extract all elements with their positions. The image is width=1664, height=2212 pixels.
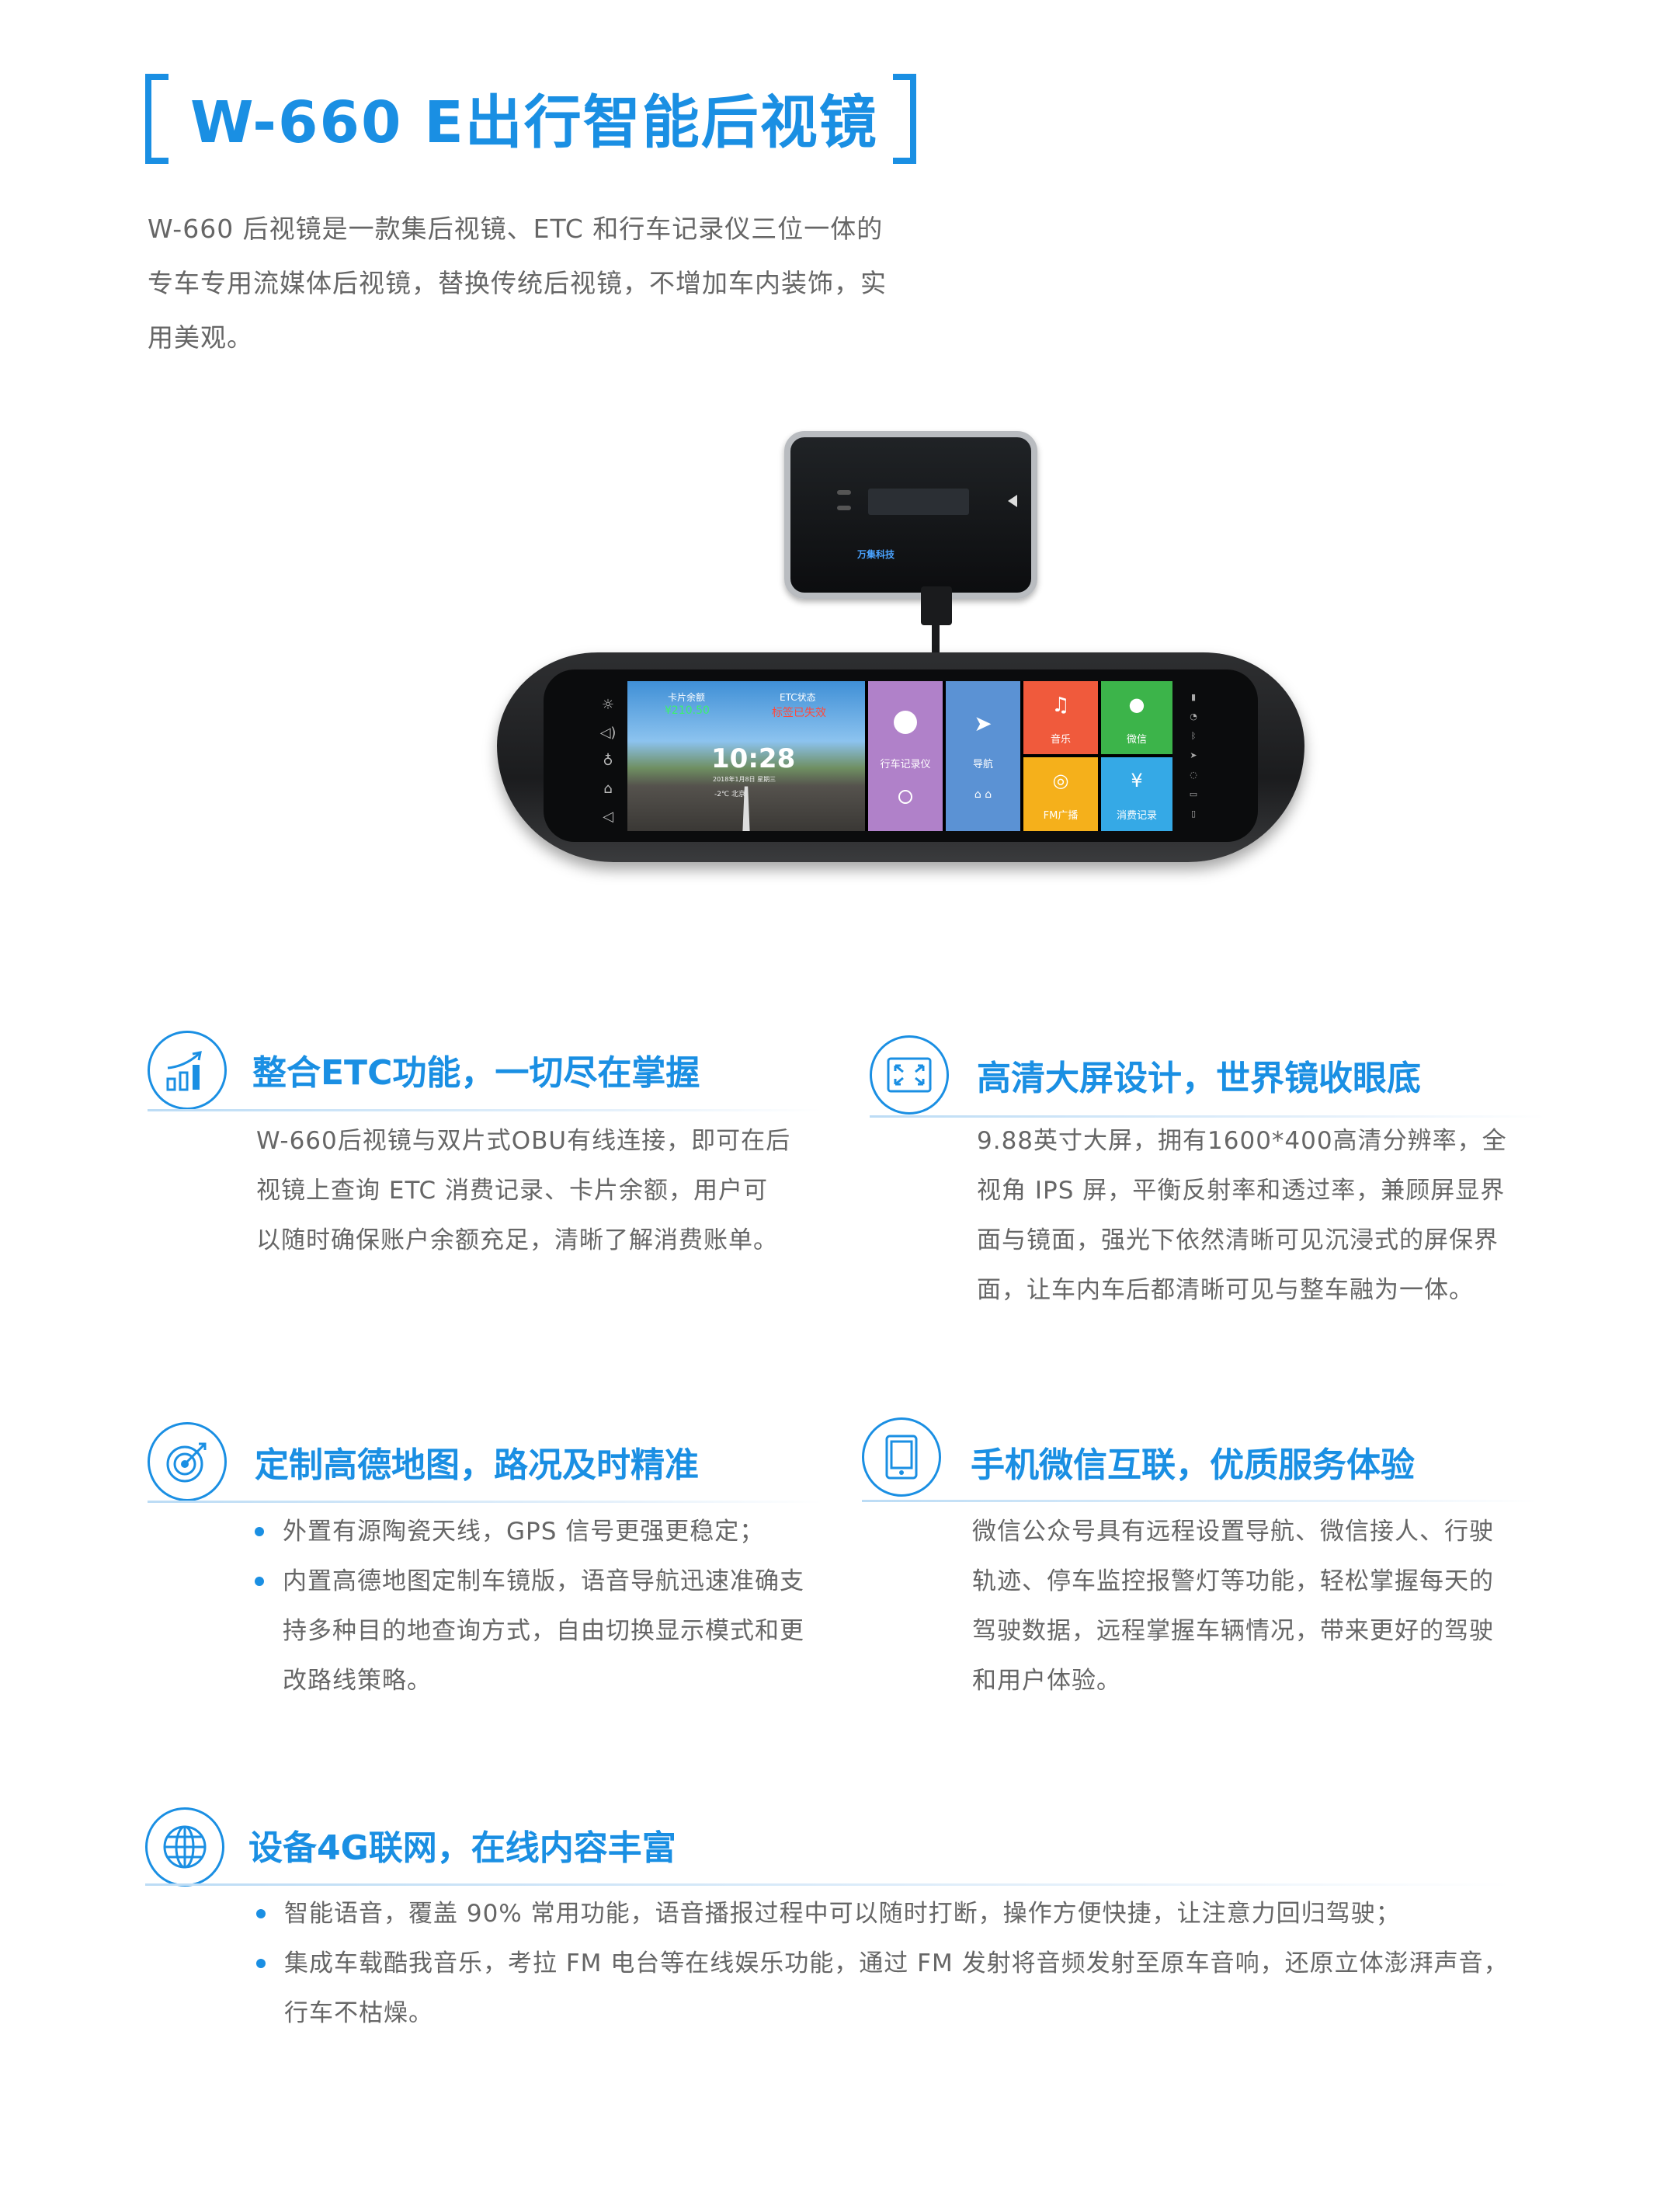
globe-icon — [145, 1807, 224, 1887]
headphones-icon: ♫ — [1051, 694, 1070, 717]
tile-recorder-label: 行车记录仪 — [880, 759, 931, 770]
fm-icon: ▭ — [1189, 789, 1198, 799]
section-wechat-body: 微信公众号具有远程设置导航、微信接人、行驶轨迹、停车监控报警灯等功能，轻松掌握每… — [972, 1518, 1494, 1695]
obu-led — [837, 490, 851, 495]
tile-fm[interactable]: ◎ FM广播 — [1023, 757, 1098, 831]
tile-navigation[interactable]: ➤ 导航 ⌂ ⌂ — [946, 681, 1020, 831]
cable-plug — [921, 586, 952, 625]
volume-icon: ◁) — [599, 725, 617, 741]
mirror-side-buttons: ☼ ◁) ♁ ⌂ ◁ — [598, 691, 618, 831]
section-map-title: 定制高德地图，路况及时精准 — [255, 1445, 699, 1485]
tablet-icon — [862, 1417, 941, 1497]
tile-wechat-label: 微信 — [1126, 734, 1147, 746]
tile-records-label: 消费记录 — [1116, 810, 1157, 822]
section-screen-body: 9.88英寸大屏，拥有1600*400高清分辨率，全视角 IPS 屏，平衡反射率… — [977, 1127, 1507, 1304]
card-balance-value: ¥210.50 — [665, 704, 710, 717]
title-bracket-left — [145, 74, 168, 164]
tile-fm-label: FM广播 — [1043, 810, 1079, 822]
section-map-divider — [148, 1501, 823, 1503]
tile-music[interactable]: ♫ 音乐 — [1023, 681, 1098, 754]
signal-icon: ▮ — [1190, 692, 1197, 702]
chart-growth-icon — [148, 1031, 227, 1110]
list-item: 集成车载酷我音乐，考拉 FM 电台等在线娱乐功能，通过 FM 发射将音频发射至原… — [255, 1939, 1520, 2038]
tile-navigation-label: 导航 — [972, 759, 993, 770]
wechat-icon: ● — [1128, 694, 1145, 715]
obu-display — [868, 489, 969, 515]
settings-icon — [898, 790, 912, 804]
wifi-icon: ◔ — [1190, 711, 1197, 722]
cable — [932, 621, 940, 659]
section-etc-title: 整合ETC功能，一切尽在掌握 — [252, 1053, 700, 1093]
section-etc-divider — [148, 1109, 823, 1111]
list-item: 外置有源陶瓷天线，GPS 信号更强更稳定； — [253, 1507, 828, 1556]
section-map-bullets: 外置有源陶瓷天线，GPS 信号更强更稳定； 内置高德地图定制车镜版，语音导航迅速… — [253, 1507, 828, 1706]
gps-icon: ◌ — [1190, 770, 1197, 780]
navigation-icon: ➤ — [974, 711, 992, 736]
obu-unit: 万集科技 — [784, 431, 1037, 599]
obu-arrow-icon — [1008, 495, 1017, 507]
clock: 10:28 — [711, 743, 796, 774]
tile-recorder[interactable]: 行车记录仪 — [868, 681, 943, 831]
status-icons: ▮ ◔ ᛒ ➤ ◌ ▭ ▯ — [1184, 687, 1203, 823]
home-work-icons: ⌂ ⌂ — [974, 788, 992, 801]
etc-status-label: ETC状态 — [780, 692, 816, 703]
road-wallpaper: 卡片余额 ¥210.50 ETC状态 标签已失效 10:28 2018年1月8日… — [627, 681, 865, 831]
section-network-title: 设备4G联网，在线内容丰富 — [248, 1828, 676, 1868]
radio-icon: ◎ — [1052, 770, 1069, 791]
obu-led — [837, 506, 851, 510]
title-bracket-right — [893, 74, 916, 164]
tile-wechat[interactable]: ● 微信 — [1101, 681, 1172, 754]
yen-icon: ¥ — [1131, 770, 1143, 791]
section-screen-divider — [870, 1115, 1545, 1118]
target-icon — [148, 1422, 227, 1501]
brightness-icon: ☼ — [601, 697, 615, 713]
list-item: 内置高德地图定制车镜版，语音导航迅速准确支持多种目的地查询方式，自由切换显示模式… — [253, 1556, 828, 1706]
card-balance-label: 卡片余额 — [668, 692, 706, 703]
section-network-divider — [145, 1883, 1512, 1886]
section-etc-body: W-660后视镜与双片式OBU有线连接，即可在后视镜上查询 ETC 消费记录、卡… — [256, 1127, 791, 1254]
page-title: W-660 E出行智能后视镜 — [190, 89, 878, 156]
tile-music-label: 音乐 — [1050, 734, 1071, 746]
section-wechat-title: 手机微信互联，优质服务体验 — [971, 1445, 1415, 1485]
back-icon: ◁ — [603, 809, 613, 825]
date: 2018年1月8日 星期三 — [713, 776, 776, 783]
section-network-bullets: 智能语音，覆盖 90% 常用功能，语音播报过程中可以随时打断，操作方便快捷，让注… — [255, 1889, 1520, 2038]
obu-brand: 万集科技 — [857, 549, 895, 560]
battery-icon: ▯ — [1190, 809, 1197, 819]
section-wechat-divider — [862, 1500, 1537, 1502]
tile-records[interactable]: ¥ 消费记录 — [1101, 757, 1172, 831]
fullscreen-icon — [870, 1035, 949, 1115]
home-icon: ⌂ — [603, 781, 613, 797]
list-item: 智能语音，覆盖 90% 常用功能，语音播报过程中可以随时打断，操作方便快捷，让注… — [255, 1889, 1520, 1939]
etc-status-value: 标签已失效 — [772, 707, 826, 719]
bluetooth-icon: ᛒ — [1190, 731, 1197, 741]
camera-icon — [894, 711, 917, 734]
intro-paragraph: W-660 后视镜是一款集后视镜、ETC 和行车记录仪三位一体的专车专用流媒体后… — [148, 214, 887, 353]
location-icon: ➤ — [1190, 750, 1197, 760]
temperature: -2℃ 北京 — [714, 791, 745, 798]
microphone-icon: ♁ — [603, 753, 613, 769]
mirror-screen: 卡片余额 ¥210.50 ETC状态 标签已失效 10:28 2018年1月8日… — [627, 681, 1172, 831]
section-screen-title: 高清大屏设计，世界镜收眼底 — [977, 1059, 1421, 1098]
